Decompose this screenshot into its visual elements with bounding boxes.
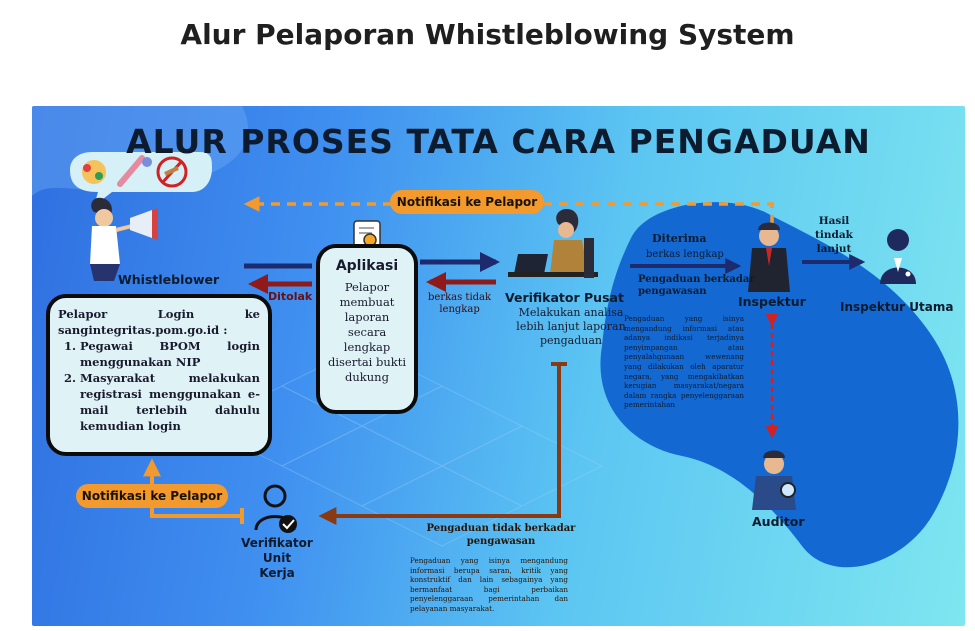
berkas-lengkap-label: berkas lengkap <box>646 249 724 260</box>
tb-line: pengawasan <box>466 536 536 547</box>
aplikasi-line: laporan <box>344 310 390 324</box>
berkadar-label: Pengaduan berkadar pengawasan <box>638 274 755 298</box>
inspektur-figure <box>748 222 790 292</box>
tidak-berkadar-desc: Pengaduan yang isinya mengandung informa… <box>410 556 568 613</box>
aplikasi-body: Pelapor membuat laporan secara lengkap d… <box>324 280 410 385</box>
tidak-berkadar-label: Pengaduan tidak berkadar pengawasan <box>426 522 576 548</box>
page-title: Alur Pelaporan Whistleblowing System <box>180 18 795 51</box>
hasil-line: Hasil <box>818 215 850 227</box>
auditor-figure <box>752 450 796 510</box>
vp-desc-line: Melakukan analisa <box>518 306 624 319</box>
berkadar-line: pengawasan <box>638 286 707 297</box>
inspektur-desc: Pengaduan yang isinya mengandung informa… <box>624 314 744 410</box>
verifikator-pusat-desc: Melakukan analisa lebih lanjut laporan p… <box>506 306 636 348</box>
vp-desc-line: pengaduan <box>539 334 602 347</box>
notif-top-pill: Notifikasi ke Pelapor <box>390 190 544 214</box>
inspektur-label: Inspektur <box>738 294 806 309</box>
arrow-unit-to-login <box>143 458 242 518</box>
aplikasi-line: disertai bukti <box>327 355 407 369</box>
diagram-canvas <box>32 106 959 568</box>
berkas-tidak-line2: lengkap <box>439 304 480 315</box>
ditolak-label: Ditolak <box>268 290 313 303</box>
infographic-title: ALUR PROSES TATA CARA PENGADUAN <box>126 122 871 161</box>
login-steps: Pegawai BPOM login menggunakan NIP Masya… <box>80 338 260 434</box>
inspektur-utama-label: Inspektur Utama <box>840 300 954 314</box>
hasil-line: tindak <box>815 229 853 241</box>
whistleblower-figure <box>90 197 158 281</box>
speech-bubble-icon <box>70 152 212 206</box>
aplikasi-line: secara <box>347 325 387 339</box>
vp-desc-line: lebih lanjut laporan <box>516 320 626 333</box>
inspektur-utama-icon <box>880 229 916 284</box>
auditor-label: Auditor <box>752 514 805 529</box>
berkadar-line: Pengaduan berkadar <box>638 274 755 285</box>
login-card: Pelapor Login ke sangintegritas.pom.go.i… <box>46 294 272 456</box>
aplikasi-card: Aplikasi Pelapor membuat laporan secara … <box>316 244 418 414</box>
verifikator-pusat-label: Verifikator Pusat <box>505 290 624 305</box>
vu-line: Verifikator Unit <box>241 536 313 565</box>
aplikasi-line: membuat <box>339 295 395 309</box>
berkas-tidak-line1: berkas tidak <box>428 292 492 303</box>
process-infographic: ALUR PROSES TATA CARA PENGADUAN Notifika… <box>32 106 965 626</box>
whistleblower-label: Whistleblower <box>118 272 220 287</box>
arrow-tidak-berkadar <box>318 364 561 525</box>
aplikasi-line: Pelapor <box>344 280 390 294</box>
berkas-tidak-lengkap-label: berkas tidak lengkap <box>428 292 491 316</box>
aplikasi-title: Aplikasi <box>335 258 399 274</box>
verifikator-unit-label: Verifikator Unit Kerja <box>232 536 322 581</box>
aplikasi-line: lengkap <box>343 340 391 354</box>
login-intro: Pelapor Login ke sangintegritas.pom.go.i… <box>58 307 260 337</box>
diterima-label: Diterima <box>652 232 707 245</box>
login-step: Masyarakat melakukan registrasi mengguna… <box>80 370 260 434</box>
hasil-line: lanjut <box>816 243 852 255</box>
user-check-icon <box>254 484 297 533</box>
aplikasi-line: dukung <box>345 370 389 384</box>
blue-blob <box>600 202 959 568</box>
notif-bottom-pill: Notifikasi ke Pelapor <box>76 484 228 508</box>
tb-line: Pengaduan tidak berkadar <box>426 523 576 534</box>
verifikator-pusat-figure <box>508 208 598 278</box>
login-step: Pegawai BPOM login menggunakan NIP <box>80 338 260 370</box>
vu-line: Kerja <box>259 566 295 580</box>
hasil-tindak-lanjut-label: Hasil tindak lanjut <box>812 214 856 256</box>
